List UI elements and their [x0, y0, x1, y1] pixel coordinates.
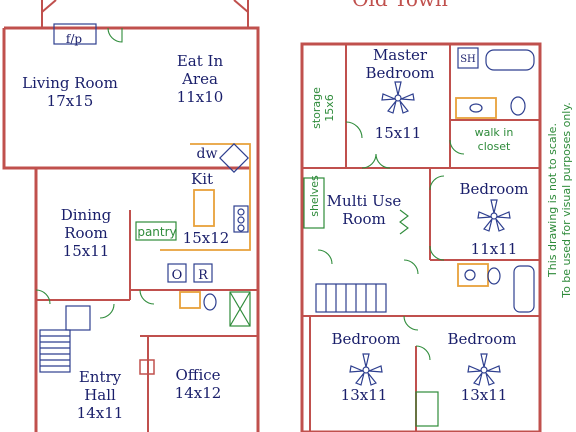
storage-size: 15x6: [323, 94, 336, 122]
disclaimer-line-2: To be used for visual purposes only.: [560, 102, 573, 299]
ceiling-fan-icon: [467, 353, 501, 386]
bedroom-a-door: [429, 175, 445, 191]
master-toilet: [510, 96, 526, 116]
bedroom-b-name: Bedroom: [332, 330, 401, 348]
second-floor-outer-wall: [300, 42, 542, 432]
hall-vanity: [457, 263, 489, 287]
hall-toilet: [487, 267, 501, 285]
multi-closet-doors: [399, 209, 409, 235]
bedroom-a-name: Bedroom: [460, 180, 529, 198]
closet-label-2: closet: [478, 140, 511, 153]
living-room-size: 17x15: [47, 92, 94, 110]
powder-closet: [229, 291, 251, 327]
closet-door: [449, 139, 465, 155]
storage-door: [345, 121, 363, 139]
bedroom-b-door: [403, 315, 419, 331]
office-name: Office: [175, 366, 220, 384]
fireplace-label: f/p: [66, 32, 82, 46]
dishwasher-label: dw: [197, 146, 218, 162]
hall-door-a: [403, 259, 419, 275]
living-door-swing: [107, 27, 123, 43]
closet-label-1: walk in: [475, 126, 514, 139]
master-double-door: [361, 153, 391, 169]
first-floor: f/p O R: [2, 0, 260, 432]
bedroom-c-closet: [415, 391, 439, 427]
shower: [457, 47, 479, 69]
entry-hall-name-1: Entry: [79, 368, 122, 386]
fireplace: [53, 23, 97, 45]
cooktop: [233, 205, 249, 233]
bath-door: [429, 245, 445, 261]
bedroom-c-door: [415, 345, 431, 361]
dining-name-2: Room: [64, 224, 108, 242]
shower-label: SH: [460, 54, 476, 65]
ceiling-fan-icon: [381, 81, 415, 114]
storage-name: storage: [310, 87, 323, 129]
master-size: 15x11: [375, 124, 422, 142]
office-size: 14x12: [175, 384, 222, 402]
multi-use-name-2: Room: [342, 210, 386, 228]
eat-in-name-1: Eat In: [177, 52, 224, 70]
oven: [167, 263, 187, 283]
entry-door-swing: [35, 289, 51, 305]
range-label: R: [198, 268, 209, 283]
entry-hall-name-2: Hall: [84, 386, 116, 404]
toilet: [203, 293, 217, 311]
first-floor-stairs: [39, 305, 91, 373]
living-room-name: Living Room: [22, 74, 118, 92]
bay-outline: [41, 0, 249, 28]
ceiling-fan-icon: [349, 353, 383, 386]
column: [139, 359, 155, 375]
kitchen-island: [193, 189, 215, 227]
ceiling-fan-icon: [477, 199, 511, 232]
bedroom-c-name: Bedroom: [448, 330, 517, 348]
entry-hall-size: 14x11: [77, 404, 124, 422]
powder-sink-counter: [179, 291, 201, 309]
eat-in-name-2: Area: [181, 70, 218, 88]
hall-door-swing: [99, 303, 115, 319]
disclaimer-line-1: This drawing is not to scale.: [546, 123, 559, 278]
oven-label: O: [172, 268, 183, 283]
bedroom-a-size: 11x11: [471, 240, 518, 258]
shelves-box: [303, 177, 325, 229]
multi-door: [317, 249, 333, 265]
bathtub: [485, 49, 535, 71]
dining-size: 15x11: [63, 242, 110, 260]
bedroom-c-size: 13x11: [461, 386, 508, 404]
range: [193, 263, 213, 283]
second-floor-stairs: [315, 283, 387, 313]
master-vanity: [455, 97, 497, 119]
plan-title: Old Town: [352, 0, 448, 11]
master-name-1: Master: [373, 46, 428, 64]
kitchen-counter: [160, 143, 251, 251]
master-name-2: Bedroom: [366, 64, 435, 82]
pantry-label: pantry: [137, 225, 176, 239]
kitchen-name: Kit: [191, 170, 213, 188]
multi-use-name-1: Multi Use: [327, 192, 402, 210]
bedroom-b-size: 13x11: [341, 386, 388, 404]
eat-in-size: 11x10: [177, 88, 224, 106]
shelves-label: shelves: [308, 175, 321, 217]
second-floor: SH: [300, 42, 542, 432]
sink: [219, 143, 249, 173]
pantry-box: [135, 221, 177, 241]
dining-name-1: Dining: [61, 206, 112, 224]
hall-tub: [513, 265, 535, 313]
kitchen-size: 15x12: [183, 229, 230, 247]
powder-door-swing: [139, 289, 155, 305]
